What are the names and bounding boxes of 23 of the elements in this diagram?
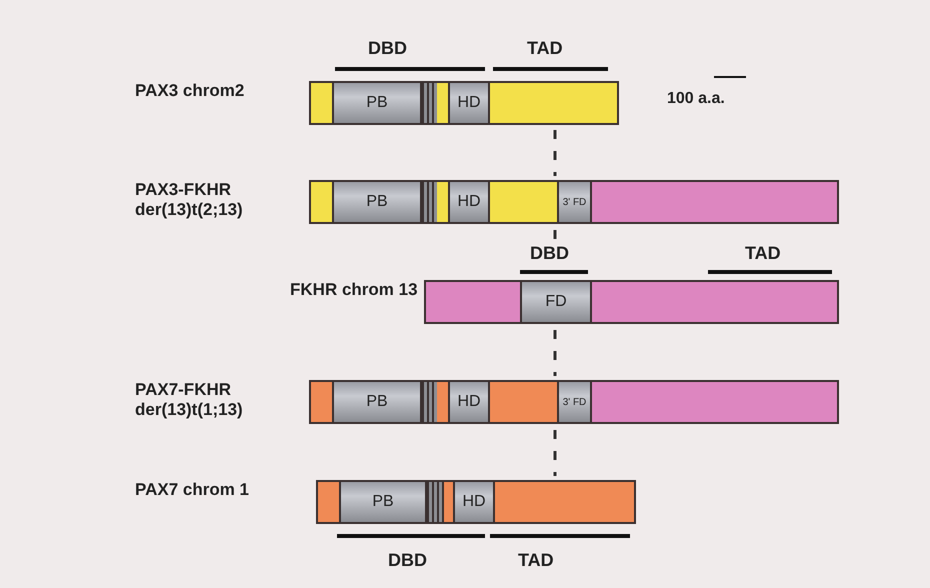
domain-segment: HD [448,182,490,222]
domain-segment: HD [448,83,490,123]
domain-label: TAD [527,38,563,59]
domain-label: DBD [530,243,569,264]
domain-segment: 3' FD [557,182,592,222]
domain-segment: HD [448,382,490,422]
domain-label: DBD [388,550,427,571]
domain-label: TAD [518,550,554,571]
scale-label: 100 a.a. [667,90,725,108]
domain-segment: PB [332,382,422,422]
protein-name: PAX7-FKHR der(13)t(1;13) [135,380,244,420]
protein-name: PAX3-FKHR der(13)t(2;13) [135,180,244,220]
domain-segment: PB [339,482,427,522]
domain-segment: 3' FD [557,382,592,422]
protein-name: FKHR chrom 13 [290,280,419,300]
protein-name: PAX3 chrom2 [135,81,246,101]
domain-label: TAD [745,243,781,264]
domain-segment: PB [332,83,422,123]
domain-segment: HD [453,482,495,522]
domain-label: DBD [368,38,407,59]
domain-segment: FD [520,282,592,322]
protein-name: PAX7 chrom 1 [135,480,250,500]
domain-segment: PB [332,182,422,222]
